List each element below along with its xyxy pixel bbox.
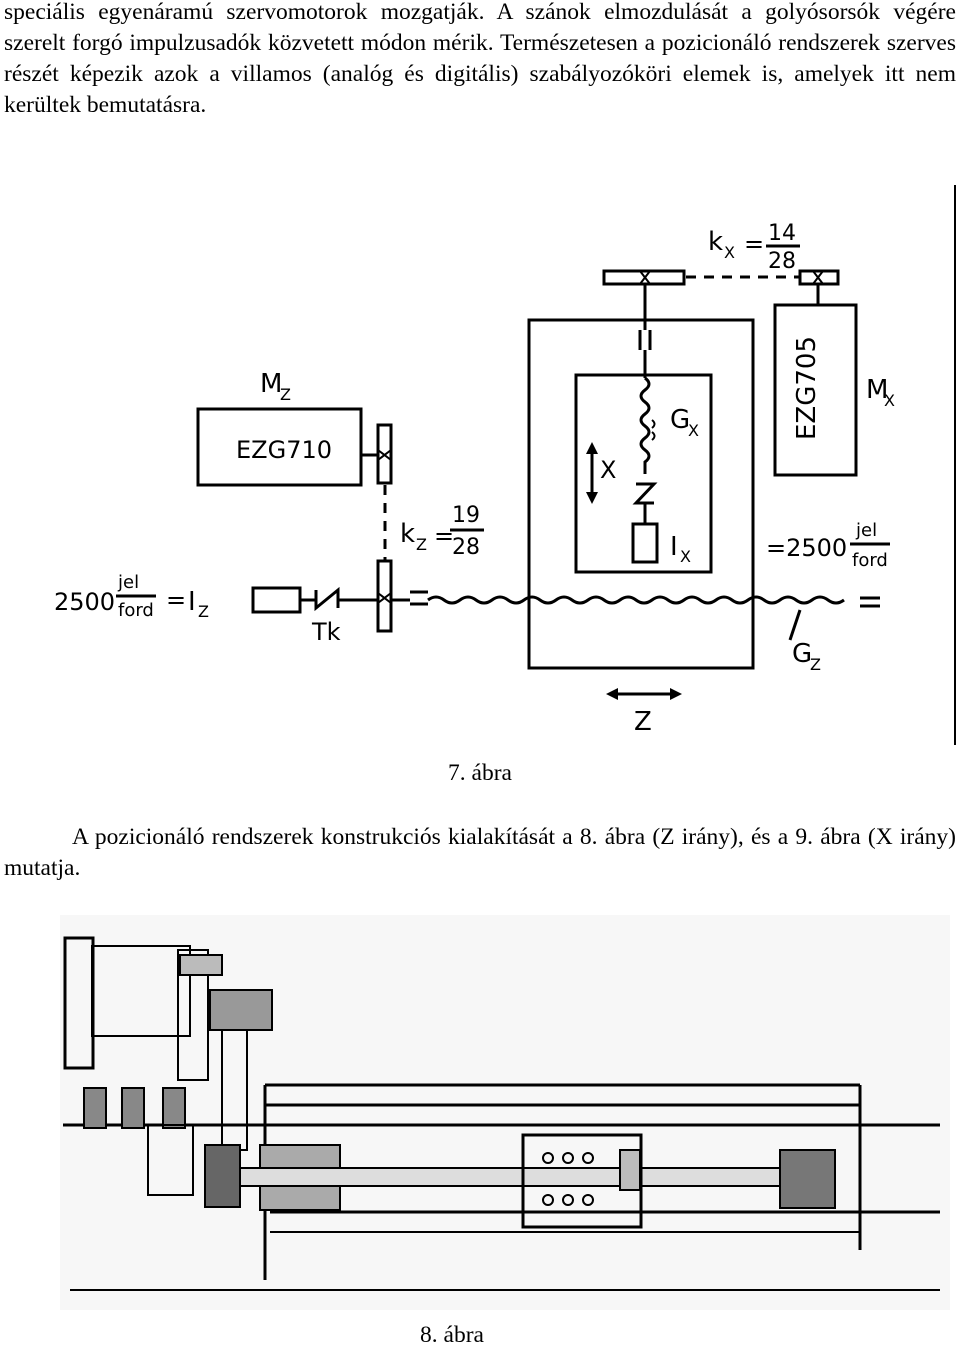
top-bolt <box>179 954 223 976</box>
kz-label: k <box>400 519 415 549</box>
kz-eq: = <box>434 522 454 550</box>
kx-den: 28 <box>768 249 796 274</box>
gx-sub: X <box>688 421 699 440</box>
x-coupling <box>632 482 658 505</box>
paragraph-text: A pozicionáló rendszerek konstrukciós ki… <box>4 824 956 881</box>
figure-8-drawing <box>60 915 950 1310</box>
kx-num: 14 <box>768 221 796 246</box>
iz-label: I <box>188 587 196 617</box>
mx-sub: X <box>884 391 895 410</box>
kx-label: k <box>708 227 723 257</box>
bolt-3 <box>162 1087 186 1129</box>
motor-housing <box>91 945 191 1037</box>
iz-eq: = <box>166 586 186 614</box>
mx-label: M <box>866 375 888 405</box>
pulley-upper <box>209 989 273 1031</box>
paragraph-text: speciális egyenáramú szervomotorok mozga… <box>4 0 956 118</box>
gz-screw <box>427 595 845 605</box>
ix-label: I <box>670 532 678 562</box>
ix-jel: jel <box>855 520 877 541</box>
ezg710-box <box>196 407 363 487</box>
second-paragraph: A pozicionáló rendszerek konstrukciós ki… <box>4 822 956 884</box>
mz-sub: Z <box>280 385 291 404</box>
ix-ford: ford <box>852 550 888 571</box>
x-direction-label: X <box>600 456 616 484</box>
gx-screw <box>639 376 651 474</box>
iz-jel: jel <box>117 572 139 593</box>
kx-eq: = <box>744 230 764 258</box>
figure-7-diagram: k X = 14 28 G X I X X EZG705 M X M Z EZG… <box>54 185 956 745</box>
ball-screw <box>239 1167 801 1187</box>
z-direction-label: Z <box>634 707 652 737</box>
intro-paragraph: speciális egyenáramú szervomotorok mozga… <box>4 0 956 121</box>
gx-label: G <box>670 405 690 435</box>
end-bearing <box>779 1149 836 1209</box>
tk-label: Tk <box>311 618 341 646</box>
coupling-block <box>147 1124 194 1196</box>
kz-den: 28 <box>452 535 480 560</box>
iz-ford: ford <box>118 600 154 621</box>
ix-sub: X <box>680 547 691 566</box>
gz-label: G <box>792 639 812 669</box>
ix-value: =2500 <box>766 534 847 562</box>
tk-coupling <box>314 586 340 612</box>
carriage-frame <box>527 318 755 670</box>
gz-sub: Z <box>810 655 821 674</box>
mz-label: M <box>260 369 282 399</box>
pulley-lower <box>204 1144 241 1208</box>
ezg705-box <box>773 303 858 477</box>
ezg710-label: EZG710 <box>236 436 332 464</box>
kz-sub: Z <box>416 535 427 554</box>
bolt-1 <box>83 1087 107 1129</box>
iz-encoder <box>251 586 302 614</box>
bolt-2 <box>121 1087 145 1129</box>
ix-encoder <box>631 522 659 564</box>
z-gear-lower <box>376 559 393 633</box>
kz-num: 19 <box>452 503 480 528</box>
figure-8-caption: 8. ábra <box>420 1322 484 1348</box>
iz-value: 2500 <box>54 588 115 616</box>
kx-sub: X <box>724 243 735 262</box>
ezg705-label: EZG705 <box>792 336 822 440</box>
figure-7-caption: 7. ábra <box>448 760 512 786</box>
iz-sub: Z <box>198 602 209 621</box>
